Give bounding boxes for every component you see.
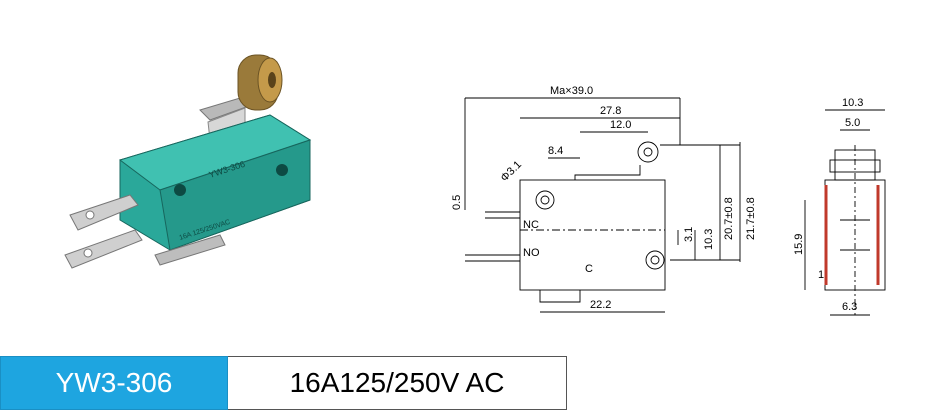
model-label: YW3-306 bbox=[0, 356, 228, 410]
product-photo: YW3-306 16A 125/250VAC bbox=[64, 54, 312, 269]
dim-pin-offset: 0.5 bbox=[451, 195, 463, 210]
dim-side-small: 1 bbox=[818, 269, 824, 281]
label-no: NO bbox=[523, 247, 540, 259]
rating-label: 16A125/250V AC bbox=[228, 356, 567, 410]
label-c: C bbox=[585, 263, 593, 275]
terminals bbox=[64, 194, 226, 269]
dim-side-width: 10.3 bbox=[842, 97, 863, 109]
front-dimension-drawing: Ma×39.0 27.8 12.0 8.4 Φ3.1 0.5 NC NO C 3… bbox=[451, 85, 757, 313]
dim-height-b: 21.7±0.8 bbox=[745, 197, 757, 240]
dim-side-inner: 5.0 bbox=[845, 117, 860, 129]
label-nc: NC bbox=[523, 219, 539, 231]
dim-hole-height: 10.3 bbox=[703, 229, 715, 250]
dim-side-height: 15.9 bbox=[793, 234, 805, 255]
side-dimension-drawing: 10.3 5.0 15.9 1 6.3 bbox=[793, 97, 886, 316]
dim-overall-length: Ma×39.0 bbox=[550, 85, 593, 97]
dim-side-bottom: 6.3 bbox=[842, 301, 857, 313]
spec-bar: YW3-306 16A125/250V AC bbox=[0, 356, 567, 410]
dim-pin-spacing: 3.1 bbox=[683, 227, 695, 242]
body-outline bbox=[519, 179, 666, 291]
dim-height-a: 20.7±0.8 bbox=[723, 197, 735, 240]
switch-body: YW3-306 16A 125/250VAC bbox=[118, 114, 312, 251]
dim-body-length: 27.8 bbox=[600, 105, 621, 117]
dim-terminal-offset: 8.4 bbox=[548, 145, 563, 157]
dim-base-length: 22.2 bbox=[590, 299, 611, 311]
dim-actuator-pos: 12.0 bbox=[610, 119, 631, 131]
